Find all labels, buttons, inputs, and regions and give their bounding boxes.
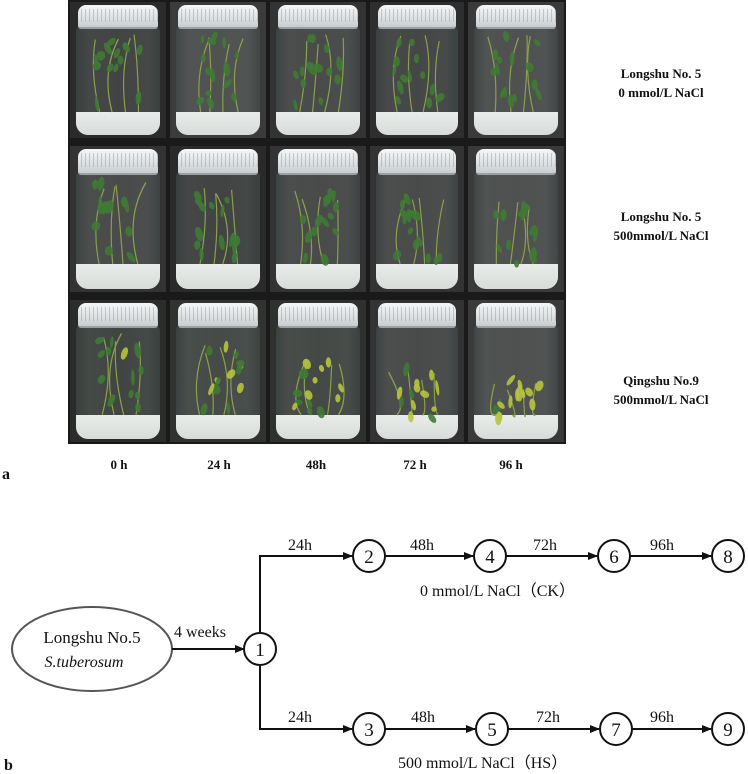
col-label-96h: 96 h (499, 457, 523, 472)
culture-jar-photo (170, 2, 266, 138)
culture-jar-photo (270, 300, 366, 442)
panel-letter-a: a (2, 466, 10, 483)
node-2-label: 2 (364, 547, 374, 568)
culture-jar-photo (70, 300, 166, 442)
row-label-longshu-control: Longshu No. 5 0 mmol/L NaCl (586, 64, 736, 102)
condition-salt: 500 mmol/L NaCl（HS） (398, 754, 567, 772)
row-label-line2: 500mmol/L NaCl (613, 228, 709, 243)
node-5-label: 5 (487, 720, 497, 741)
node-9 (711, 712, 745, 746)
time-top-24h: 24h (288, 537, 312, 554)
source-species: S.tuberosum (45, 654, 124, 671)
source-ellipse (11, 606, 173, 692)
row-label-line1: Longshu No. 5 (620, 209, 702, 224)
time-bottom-96h: 96h (650, 709, 674, 726)
row-label-longshu-salt: Longshu No. 5 500mmol/L NaCl (586, 207, 736, 245)
time-top-72h: 72h (533, 537, 557, 554)
source-label: Longshu No.5 (43, 628, 140, 647)
culture-jar-photo (370, 146, 464, 292)
node-1 (243, 632, 277, 666)
flow-diagram: Longshu No.5 S.tuberosum 4 weeks 1 24h 2… (4, 537, 745, 774)
row-label-line2: 0 mmol/L NaCl (618, 85, 704, 100)
culture-jar-photo (70, 2, 166, 138)
duration-label: 4 weeks (174, 624, 226, 641)
node-9-label: 9 (723, 720, 733, 741)
panel-letter-b: b (4, 757, 13, 774)
node-8-label: 8 (723, 547, 733, 568)
time-bottom-72h: 72h (536, 709, 560, 726)
node-7-label: 7 (611, 720, 621, 741)
branch-line-down (259, 666, 353, 733)
time-top-96h: 96h (650, 537, 674, 554)
col-label-0h: 0 h (110, 457, 128, 472)
culture-jar-photo (170, 300, 266, 442)
col-label-72h: 72 h (403, 457, 427, 472)
culture-jar-photo (370, 2, 464, 138)
culture-jar-photo (270, 2, 366, 138)
culture-jar-photo (170, 146, 266, 292)
photo-grid (68, 0, 566, 444)
row-label-qingshu-salt: Qingshu No.9 500mmol/L NaCl (586, 371, 736, 409)
condition-control: 0 mmol/L NaCl（CK） (420, 582, 575, 600)
culture-jar-photo (370, 300, 464, 442)
time-bottom-48h: 48h (411, 709, 435, 726)
branch-line-up (259, 552, 353, 632)
row-label-line1: Longshu No. 5 (620, 66, 702, 81)
col-label-48h: 48h (305, 457, 327, 472)
culture-jar-photo (468, 2, 564, 138)
col-label-24h: 24 h (207, 457, 231, 472)
culture-jar-photo (468, 300, 564, 442)
time-top-48h: 48h (410, 537, 434, 554)
culture-jar-photo (270, 146, 366, 292)
node-8 (711, 539, 745, 573)
node-6-label: 6 (609, 547, 619, 568)
culture-jar-photo (468, 146, 564, 292)
culture-jar-photo (70, 146, 166, 292)
time-bottom-24h: 24h (288, 709, 312, 726)
node-3-label: 3 (364, 720, 374, 741)
node-1-label: 1 (255, 640, 265, 661)
node-4-label: 4 (485, 547, 495, 568)
row-label-line1: Qingshu No.9 (623, 373, 699, 388)
row-label-line2: 500mmol/L NaCl (613, 392, 709, 407)
